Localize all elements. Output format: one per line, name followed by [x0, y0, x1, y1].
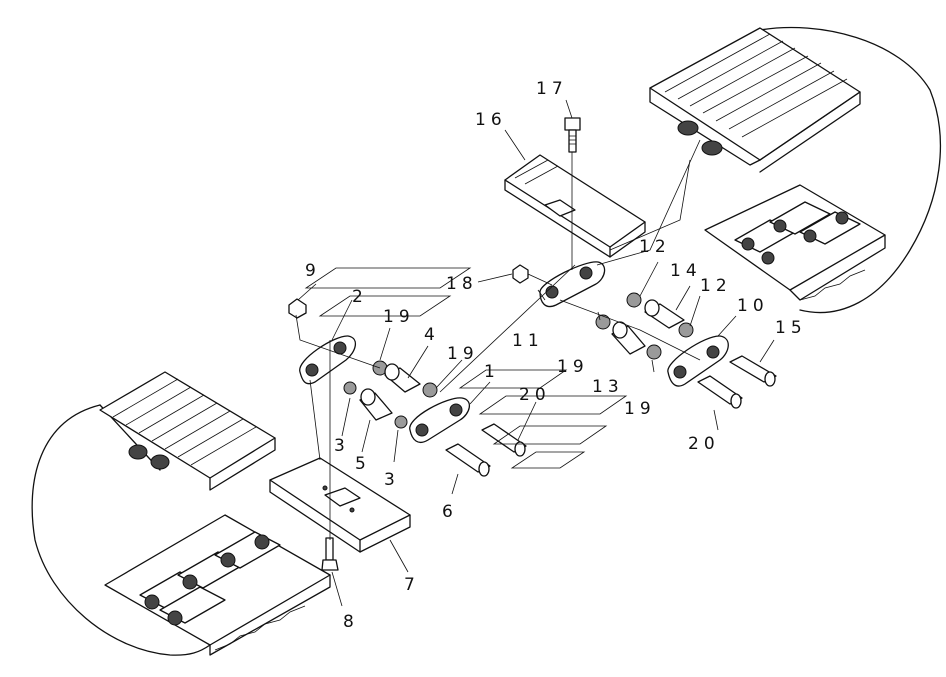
track-shoe-16: [504, 154, 646, 258]
callout-12-lower: 12: [700, 276, 732, 296]
callout-10: 10: [737, 296, 769, 316]
link-11: [539, 261, 606, 308]
callout-18: 18: [446, 274, 478, 294]
callout-19-b: 19: [447, 344, 479, 364]
track-lugs-lower: [128, 444, 170, 470]
callout-labels: 17 16 12 14 12 18 9 2 10 19 15 4 11 19 1…: [305, 79, 807, 632]
callout-6: 6: [442, 502, 458, 522]
callout-19-a: 19: [383, 307, 415, 327]
seal-12-lower: [678, 322, 694, 338]
nut-18: [512, 264, 529, 284]
callout-17: 17: [536, 79, 568, 99]
seal-3-upper: [343, 381, 357, 395]
callout-20-a: 20: [519, 385, 551, 405]
seal-19-right: [646, 344, 662, 360]
assembly-guide-lines: [295, 139, 701, 540]
track-assembly-lower-left: [31, 371, 331, 656]
link-2: [299, 335, 356, 385]
callout-14: 14: [670, 261, 702, 281]
track-chain-lower: [104, 514, 331, 656]
pin-15: [729, 355, 777, 387]
track-chain-upper: [704, 184, 886, 301]
callout-13: 13: [592, 377, 624, 397]
seal-12-upper: [626, 292, 642, 308]
callout-15: 15: [775, 318, 807, 338]
callout-16: 16: [475, 110, 507, 130]
pin-20-right: [697, 375, 743, 409]
callout-3-b: 3: [384, 470, 400, 490]
bolt-8: [321, 537, 339, 571]
track-assembly-upper-right: [649, 26, 942, 314]
callout-9: 9: [305, 261, 321, 281]
callout-20-b: 20: [688, 434, 720, 454]
pin-6: [445, 443, 491, 477]
bushing-14: [644, 299, 685, 329]
bushing-5: [359, 388, 393, 421]
nut-9: [288, 298, 307, 319]
track-lugs-upper: [677, 120, 723, 156]
bolt-17: [564, 117, 581, 153]
bushing-4: [384, 363, 421, 393]
callout-8: 8: [343, 612, 359, 632]
callout-12-upper: 12: [639, 237, 671, 257]
callout-5: 5: [355, 454, 371, 474]
pin-20-left: [481, 423, 527, 457]
seal-19-center: [422, 382, 438, 398]
link-1: [409, 397, 470, 444]
bushing-13: [611, 321, 646, 355]
callout-11: 11: [512, 331, 544, 351]
callout-4: 4: [424, 325, 440, 345]
callout-2: 2: [352, 287, 368, 307]
track-shoes-upper: [649, 27, 861, 173]
callout-19-d: 19: [624, 399, 656, 419]
seal-3-lower: [394, 415, 408, 429]
callout-7: 7: [404, 575, 420, 595]
leader-lines: [297, 99, 775, 607]
callout-3-a: 3: [334, 436, 350, 456]
track-shoes-lower: [99, 371, 276, 491]
callout-1: 1: [484, 362, 500, 382]
link-10: [667, 335, 729, 387]
callout-19-c: 19: [557, 357, 589, 377]
seal-19-mid: [595, 314, 611, 330]
